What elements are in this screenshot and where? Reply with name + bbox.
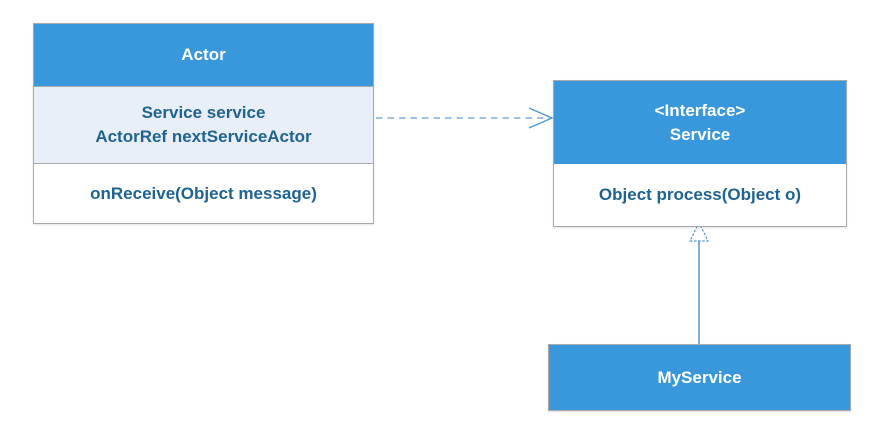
open-arrowhead-icon — [528, 107, 554, 129]
class-service-interface: <Interface> Service Object process(Objec… — [553, 80, 847, 227]
class-service-methods: Object process(Object o) — [554, 164, 846, 226]
class-service-title: Service — [669, 124, 731, 144]
class-actor-title: Actor — [34, 24, 373, 86]
class-actor-methods: onReceive(Object message) — [34, 164, 373, 223]
field-service: Service service — [141, 103, 266, 122]
class-actor-fields: Service service ActorRef nextServiceActo… — [34, 86, 373, 164]
dependency-arrow — [376, 107, 554, 129]
class-service-stereotype: <Interface> — [654, 100, 746, 120]
class-myservice: MyService — [548, 344, 851, 411]
class-actor: Actor Service service ActorRef nextServi… — [33, 23, 374, 224]
realization-arrow — [689, 221, 709, 344]
class-service-header: <Interface> Service — [554, 81, 846, 164]
class-myservice-title: MyService — [549, 345, 850, 410]
method-on-receive: onReceive(Object message) — [90, 183, 317, 203]
field-next-service-actor: ActorRef nextServiceActor — [95, 127, 312, 146]
method-process: Object process(Object o) — [598, 185, 802, 204]
